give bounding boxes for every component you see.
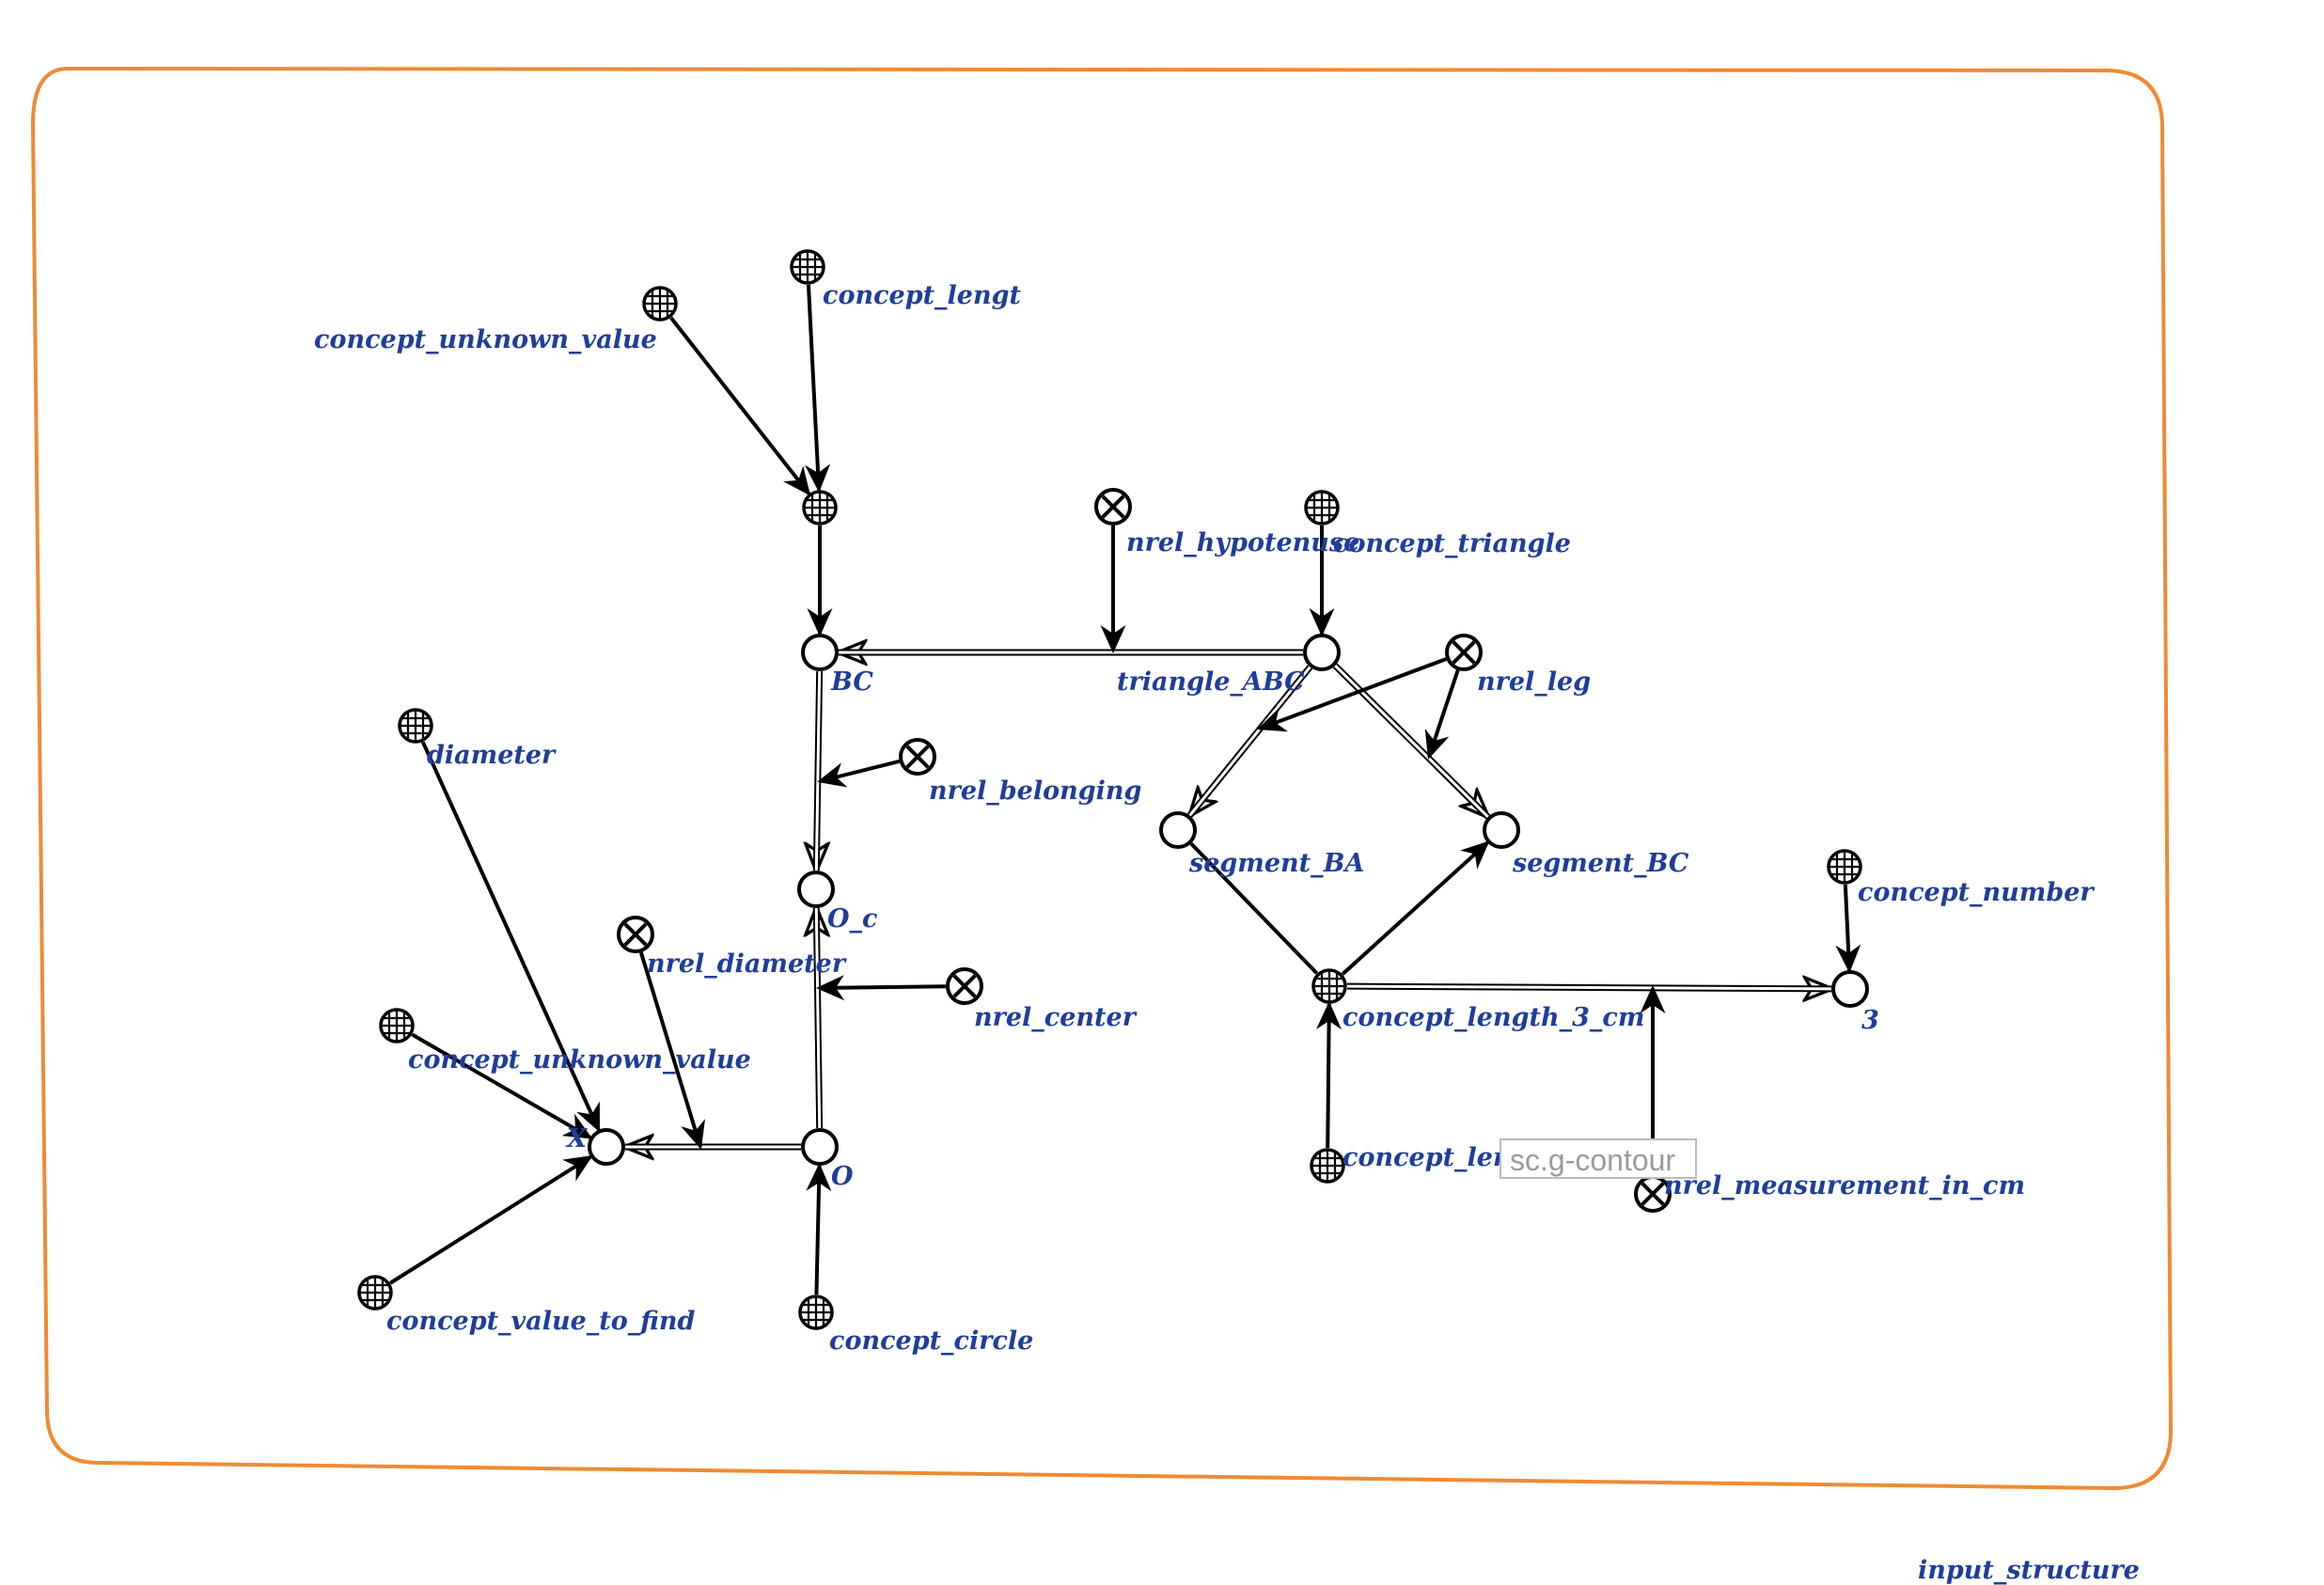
label-c-number: concept_number <box>1858 878 2095 907</box>
edge-nrel_diam-e_o_x[interactable] <box>638 951 706 1150</box>
node-three-circle[interactable] <box>1831 970 1869 1008</box>
label-nrel-center: nrel_center <box>974 1003 1138 1032</box>
label-triABC: triangle_ABC <box>1117 667 1305 697</box>
node-cuv-top-class-icon[interactable] <box>642 286 678 322</box>
edge-nrel_bel-e_bc_oc[interactable] <box>817 759 901 788</box>
edge-layer <box>389 284 1861 1295</box>
edge-c_len_bottom-cl3[interactable] <box>1316 1000 1343 1149</box>
edge-cl3-segBA[interactable] <box>1189 841 1319 975</box>
node-nrel-meas-relation-icon[interactable] <box>1634 1175 1672 1213</box>
edge-diam-X[interactable] <box>421 741 601 1133</box>
contour-border[interactable] <box>30 66 2174 1491</box>
node-nrel-center-relation-icon[interactable] <box>946 967 983 1005</box>
node-c-number-class-icon[interactable] <box>1827 849 1862 885</box>
label-nrel-bel: nrel_belonging <box>929 777 1141 806</box>
label-segBA: segment_BA <box>1188 849 1364 878</box>
label-c-circle: concept_circle <box>829 1326 1033 1356</box>
label-three: 3 <box>1861 1006 1879 1035</box>
edge-nrel_leg-e_tri_bcs[interactable] <box>1424 669 1460 760</box>
edge-nrel_center-e_o_oc[interactable] <box>816 975 947 1001</box>
label-nrel-meas: nrel_measurement_in_cm <box>1664 1171 2025 1201</box>
node-nrel-leg-relation-icon[interactable] <box>1445 634 1483 671</box>
label-cuv-top: concept_unknown_value <box>314 325 657 354</box>
edge-triABC-segBA[interactable] <box>1190 665 1313 816</box>
edge-nrel_leg-e_tri_ba[interactable] <box>1257 657 1447 732</box>
node-segBA-circle[interactable] <box>1159 811 1197 849</box>
edge-BC-O_c[interactable] <box>816 670 819 871</box>
node-cuv-low-class-icon[interactable] <box>379 1008 415 1044</box>
label-BC: BC <box>830 667 873 697</box>
edge-cuv_top-mid_cls[interactable] <box>669 316 811 496</box>
label-nrel-hyp: nrel_hypotenuse <box>1126 528 1359 557</box>
label-cvtf: concept_value_to_find <box>386 1307 696 1336</box>
label-nrel-leg: nrel_leg <box>1477 667 1591 697</box>
label-diam: diameter <box>427 741 557 770</box>
edge-O-O_c[interactable] <box>816 908 819 1129</box>
node-BC-circle[interactable] <box>801 634 839 671</box>
label-cuv-low: concept_unknown_value <box>408 1045 751 1075</box>
node-c-len-bottom-class-icon[interactable] <box>1310 1148 1345 1184</box>
edge-cuv_low-X[interactable] <box>411 1032 593 1139</box>
label-c-len-bottom: concept_len <box>1343 1143 1512 1172</box>
label-O: O <box>831 1162 854 1191</box>
contour-tooltip: sc.g-contour <box>1500 1138 1697 1179</box>
edge-cl3-segBC[interactable] <box>1341 840 1490 976</box>
node-c-circle-class-icon[interactable] <box>798 1295 834 1330</box>
edge-triABC-segBC[interactable] <box>1332 663 1488 817</box>
label-cl3: concept_length_3_cm <box>1343 1003 1644 1032</box>
label-segBC: segment_BC <box>1512 849 1689 878</box>
node-layer <box>357 249 1869 1330</box>
node-c-triangle-class-icon[interactable] <box>1304 490 1340 526</box>
node-X-circle[interactable] <box>588 1128 625 1166</box>
label-layer: concept_unknown_value concept_lengt nrel_h… <box>314 281 2095 1356</box>
node-mid-cls-class-icon[interactable] <box>802 490 838 526</box>
node-nrel-diam-relation-icon[interactable] <box>617 916 654 953</box>
node-triABC-circle[interactable] <box>1303 634 1341 671</box>
label-c-lengt: concept_lengt <box>823 281 1021 310</box>
node-segBC-circle[interactable] <box>1483 811 1520 849</box>
edge-c_lengt-mid_cls[interactable] <box>805 284 831 494</box>
node-cvtf-class-icon[interactable] <box>357 1275 393 1310</box>
contour-label: input_structure <box>1918 1556 2140 1585</box>
label-nrel-diam: nrel_diameter <box>647 949 847 979</box>
node-cl3-class-icon[interactable] <box>1311 968 1347 1004</box>
node-nrel-bel-relation-icon[interactable] <box>899 738 936 776</box>
node-diam-class-icon[interactable] <box>398 708 433 744</box>
edge-cvtf-X[interactable] <box>389 1154 593 1285</box>
label-X: X <box>565 1124 588 1153</box>
node-c-lengt-class-icon[interactable] <box>790 249 825 285</box>
edge-c_number-three[interactable] <box>1835 884 1861 974</box>
label-O-c: O_c <box>827 904 877 934</box>
edge-c_circle-O[interactable] <box>806 1162 832 1295</box>
label-c-triangle: concept_triangle <box>1333 529 1571 558</box>
node-nrel-hyp-relation-icon[interactable] <box>1094 488 1132 526</box>
node-O-circle[interactable] <box>801 1128 839 1166</box>
node-O-c-circle[interactable] <box>797 871 835 908</box>
edge-cl3-three[interactable] <box>1346 986 1831 989</box>
